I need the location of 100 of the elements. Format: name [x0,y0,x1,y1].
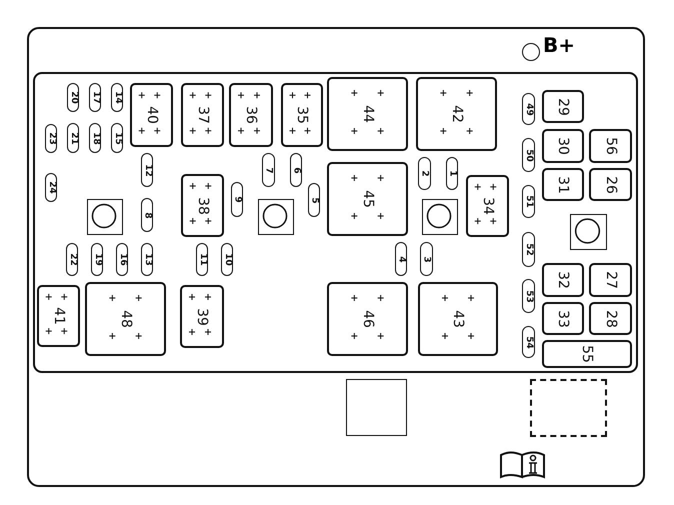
fuse-slot [66,243,78,276]
fuse-slot [67,123,79,153]
relay-slot [181,174,224,237]
fuse-slot [116,243,128,276]
connector-block [346,379,407,436]
fuse-slot [91,243,103,276]
fuse-slot [522,279,535,313]
fuse-slot [542,302,584,335]
fuse-number: 31 [556,176,570,194]
fuse-slot [111,83,123,112]
fuse-number: 28 [604,310,618,328]
fuse-slot [542,263,584,297]
fuse-number: 51 [524,195,533,208]
relay-number: 39 [195,308,209,326]
fuse-slot [522,138,535,172]
fuse-number: 29 [556,98,570,116]
fuse-slot [522,326,535,358]
fuse-slot [141,243,153,276]
fuse-slot [45,173,57,202]
fuse-number: 55 [580,345,594,363]
fuse-slot [89,83,101,112]
fuse-slot [522,232,535,267]
fuse-number: 5 [310,196,318,204]
relay-number: 44 [360,105,374,123]
fuse-slot [290,153,302,187]
relay-slot [181,83,224,147]
fuse-number: 2 [420,170,429,177]
fuse-slot [589,168,632,201]
fuse-slot [231,182,243,217]
relay-slot [281,83,323,147]
relay-number: 35 [295,106,309,124]
fuse-number: 6 [292,166,300,174]
fuse-slot [542,168,584,201]
fuse-slot [420,242,433,276]
fuse-slot [45,124,57,153]
relay-slot [327,282,408,356]
relay-slot [327,77,408,151]
relay-number: 48 [118,310,132,328]
fuse-slot [542,90,584,123]
fuse-number: 4 [396,256,406,262]
fuse-slot [262,153,275,187]
fuse-slot [308,183,320,217]
fuse-number: 32 [556,271,570,289]
fuse-slot [446,157,458,190]
relay-number: 41 [52,307,66,325]
relay-number: 46 [360,310,374,328]
relay-number: 38 [196,196,210,214]
fuse-number: 54 [524,336,533,348]
relay-number: 43 [451,310,465,328]
fuse-number: 52 [524,243,533,256]
fuse-slot [542,340,632,368]
fuse-slot [589,302,632,335]
relay-number: 40 [144,106,158,124]
relay-slot [37,285,80,347]
optional-block [530,379,607,437]
fuse-slot [141,153,153,187]
relay-slot [327,162,408,236]
relay-number: 37 [196,106,210,124]
mounting-socket [87,199,123,235]
relay-slot [85,282,166,356]
fuse-slot [89,123,101,153]
fuse-number: 3 [422,256,431,262]
fuse-number: 26 [604,176,618,194]
mounting-socket [422,199,458,235]
fuse-slot [418,157,431,190]
relay-number: 42 [450,105,464,123]
relay-number: 34 [480,197,494,215]
fuse-slot [111,123,123,153]
fuse-number: 49 [524,102,533,116]
fuse-panel [33,72,638,373]
fuse-number: 56 [604,137,618,155]
fuse-number: 33 [556,310,570,328]
relay-slot [416,77,497,151]
fuse-number: 9 [232,196,242,203]
mounting-socket [258,199,294,235]
relay-slot [229,83,273,147]
fuse-slot [522,93,535,125]
terminal-label: B+ [543,35,576,55]
relay-number: 36 [244,106,258,124]
fuse-slot [542,129,584,163]
fuse-number: 8 [142,212,152,218]
terminal-circle [522,43,540,61]
fuse-number: 53 [524,290,533,302]
fuse-slot [196,243,208,276]
fuse-slot [589,129,632,163]
fuse-slot [141,198,153,232]
fuse-number: 1 [448,170,456,177]
fuse-slot [589,263,632,297]
relay-slot [130,83,173,147]
fuse-slot [395,242,407,276]
relay-slot [418,282,498,356]
fuse-number: 50 [524,148,533,162]
relay-slot [180,285,224,348]
relay-slot [466,175,509,237]
fuse-number: 30 [556,137,570,155]
fuse-box-housing [27,27,645,487]
relay-number: 45 [360,190,374,208]
fuse-slot [522,185,535,218]
fuse-slot [67,83,79,112]
mounting-socket [570,214,607,250]
